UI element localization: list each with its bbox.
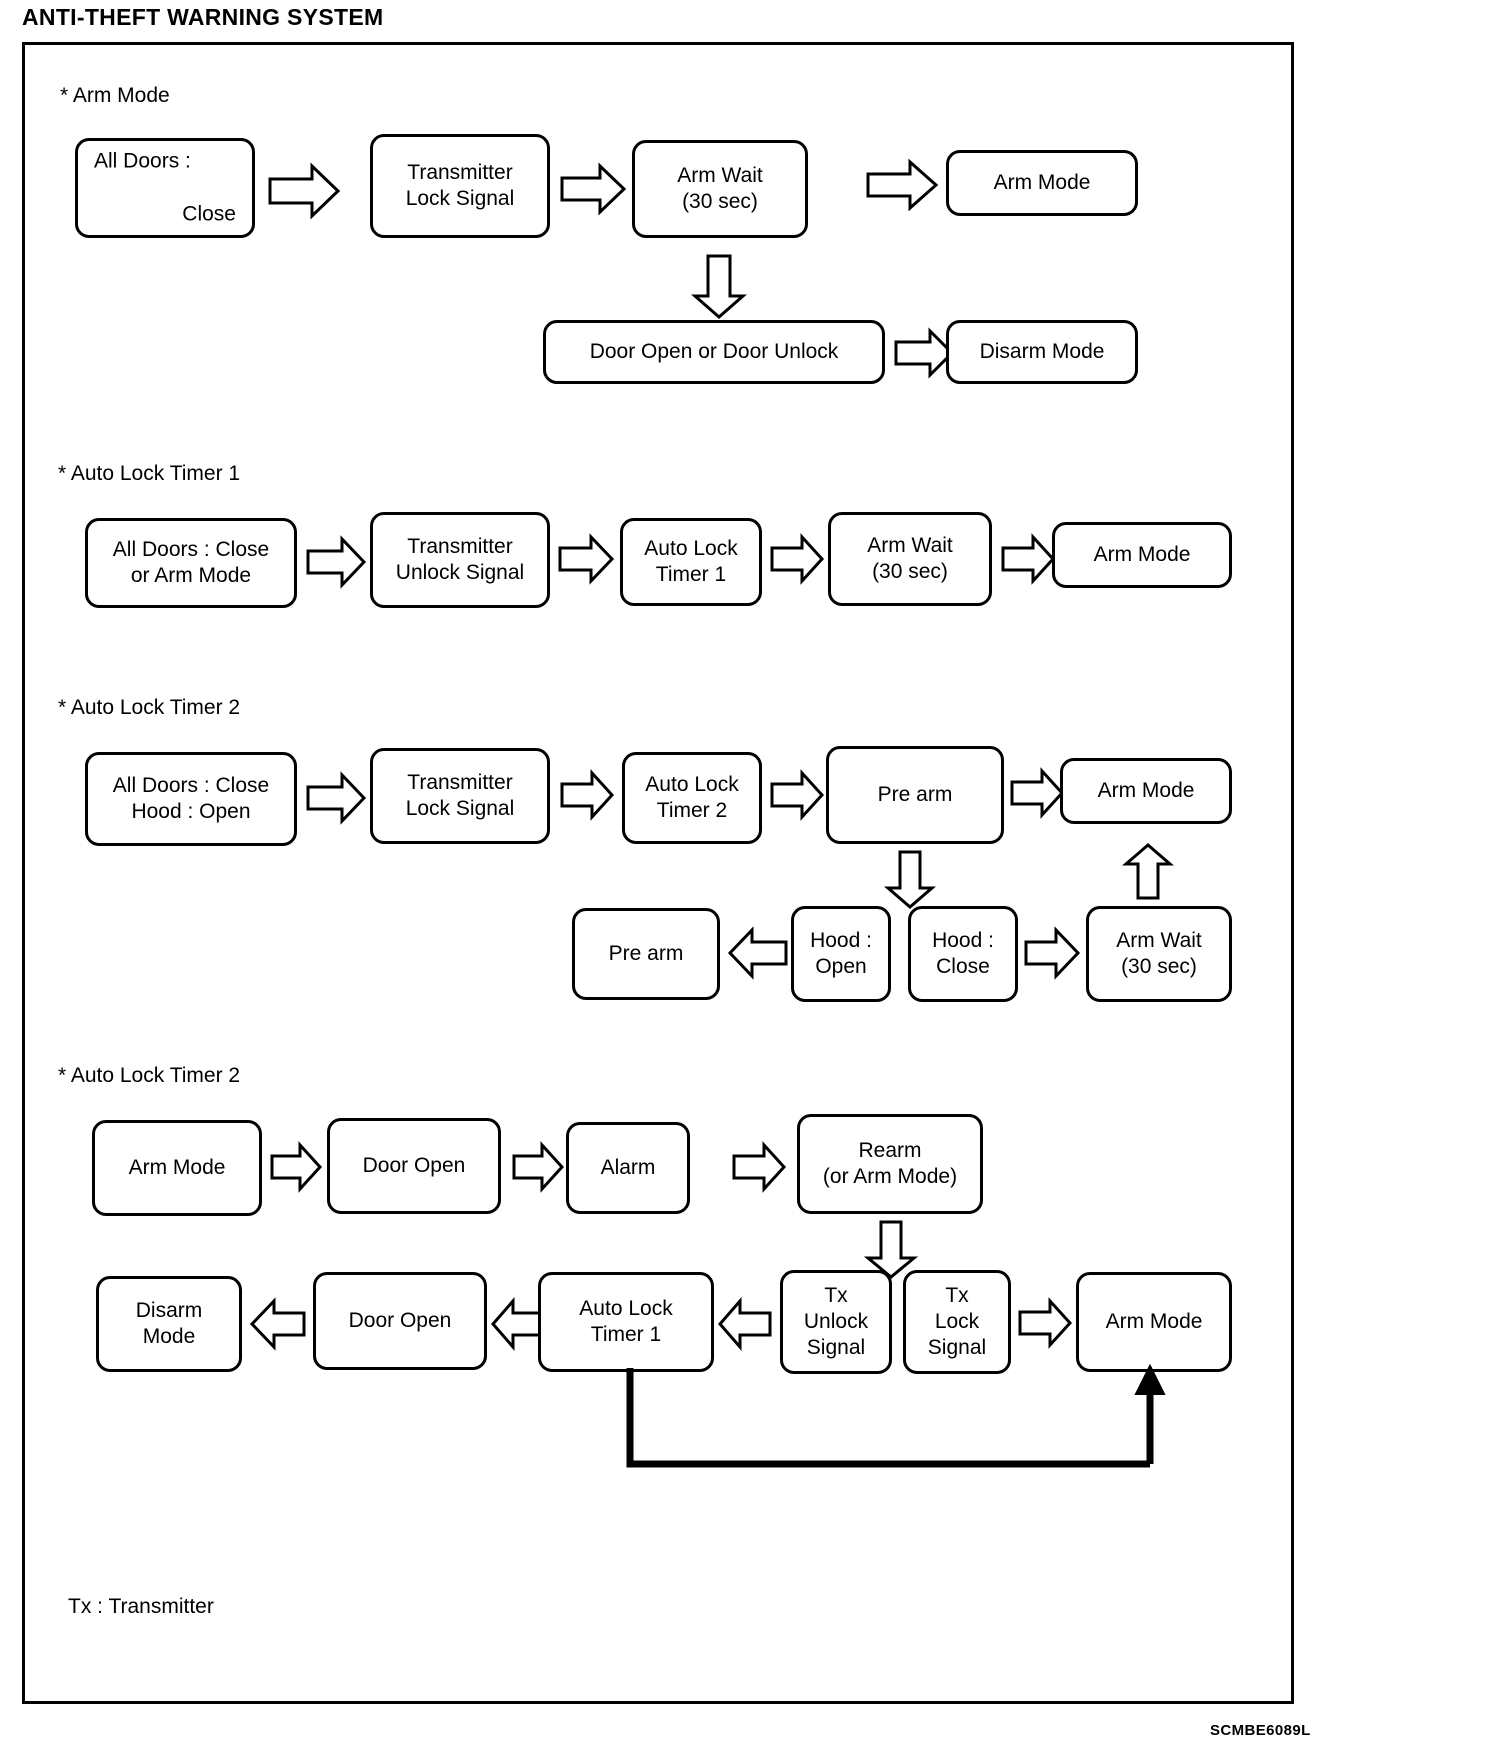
node-pre-arm-2: Pre arm <box>572 908 720 1000</box>
section-label-auto-lock-timer-2-alarm: * Auto Lock Timer 2 <box>58 1064 241 1087</box>
arrow-left-icon <box>726 925 790 981</box>
node-all-doors-close: All Doors : Close <box>75 138 255 238</box>
arrow-right-icon <box>266 160 342 222</box>
arrow-right-icon <box>268 1140 324 1194</box>
arrow-down-icon <box>864 1218 918 1280</box>
node-hood-open: Hood : Open <box>791 906 891 1002</box>
arrow-right-icon <box>556 532 616 586</box>
node-pre-arm: Pre arm <box>826 746 1004 844</box>
arrow-right-icon <box>864 156 940 214</box>
node-arm-mode: Arm Mode <box>1052 522 1232 588</box>
arrow-right-icon <box>510 1140 566 1194</box>
node-arm-mode: Arm Mode <box>92 1120 262 1216</box>
arrow-down-icon <box>690 252 748 320</box>
arrow-up-icon <box>1122 842 1174 902</box>
node-arm-wait: Arm Wait (30 sec) <box>1086 906 1232 1002</box>
node-auto-lock-timer-2: Auto Lock Timer 2 <box>622 752 762 844</box>
arrow-right-icon <box>304 534 368 590</box>
diagram-frame <box>22 42 1294 1704</box>
arrow-right-icon <box>730 1140 788 1194</box>
section-label-auto-lock-timer-2: * Auto Lock Timer 2 <box>58 696 241 719</box>
page-title: ANTI-THEFT WARNING SYSTEM <box>22 4 384 30</box>
node-rearm: Rearm (or Arm Mode) <box>797 1114 983 1214</box>
node-auto-lock-timer-1: Auto Lock Timer 1 <box>620 518 762 606</box>
arrow-right-icon <box>768 768 826 822</box>
node-disarm-mode: Disarm Mode <box>96 1276 242 1372</box>
node-line-1: All Doors : <box>94 149 191 173</box>
node-all-doors-close-or-arm-mode: All Doors : Close or Arm Mode <box>85 518 297 608</box>
node-auto-lock-timer-1: Auto Lock Timer 1 <box>538 1272 714 1372</box>
arrow-right-icon <box>892 326 956 380</box>
section-label-arm-mode: * Arm Mode <box>60 84 170 107</box>
node-line-2: Close <box>182 202 236 226</box>
arrow-right-icon <box>304 770 368 826</box>
diagram-reference-code: SCMBE6089L <box>1210 1722 1311 1739</box>
arrow-right-icon <box>1016 1296 1074 1350</box>
arrow-down-icon <box>884 848 936 910</box>
node-arm-wait: Arm Wait (30 sec) <box>828 512 992 606</box>
arrow-right-icon <box>999 532 1057 586</box>
node-tx-lock-signal: Tx Lock Signal <box>903 1270 1011 1374</box>
arrow-right-icon <box>558 768 616 822</box>
feedback-loop-arrow <box>612 1363 1172 1489</box>
node-hood-close: Hood : Close <box>908 906 1018 1002</box>
node-door-open: Door Open <box>327 1118 501 1214</box>
node-door-open-or-door-unlock: Door Open or Door Unlock <box>543 320 885 384</box>
node-tx-unlock-signal: Tx Unlock Signal <box>780 1270 892 1374</box>
node-transmitter-lock-signal: Transmitter Lock Signal <box>370 748 550 844</box>
arrow-right-icon <box>1022 925 1082 981</box>
arrow-left-icon <box>716 1296 774 1352</box>
node-all-doors-close-hood-open: All Doors : Close Hood : Open <box>85 752 297 846</box>
arrow-right-icon <box>1008 766 1066 820</box>
legend-transmitter: Tx : Transmitter <box>68 1595 214 1618</box>
node-arm-wait: Arm Wait (30 sec) <box>632 140 808 238</box>
arrow-left-icon <box>248 1296 308 1352</box>
node-alarm: Alarm <box>566 1122 690 1214</box>
node-arm-mode: Arm Mode <box>1060 758 1232 824</box>
arrow-right-icon <box>558 160 628 218</box>
node-door-open-2: Door Open <box>313 1272 487 1370</box>
node-arm-mode-2: Arm Mode <box>1076 1272 1232 1372</box>
node-arm-mode: Arm Mode <box>946 150 1138 216</box>
node-transmitter-unlock-signal: Transmitter Unlock Signal <box>370 512 550 608</box>
node-disarm-mode: Disarm Mode <box>946 320 1138 384</box>
section-label-auto-lock-timer-1: * Auto Lock Timer 1 <box>58 462 241 485</box>
arrow-right-icon <box>768 532 826 586</box>
node-transmitter-lock-signal: Transmitter Lock Signal <box>370 134 550 238</box>
